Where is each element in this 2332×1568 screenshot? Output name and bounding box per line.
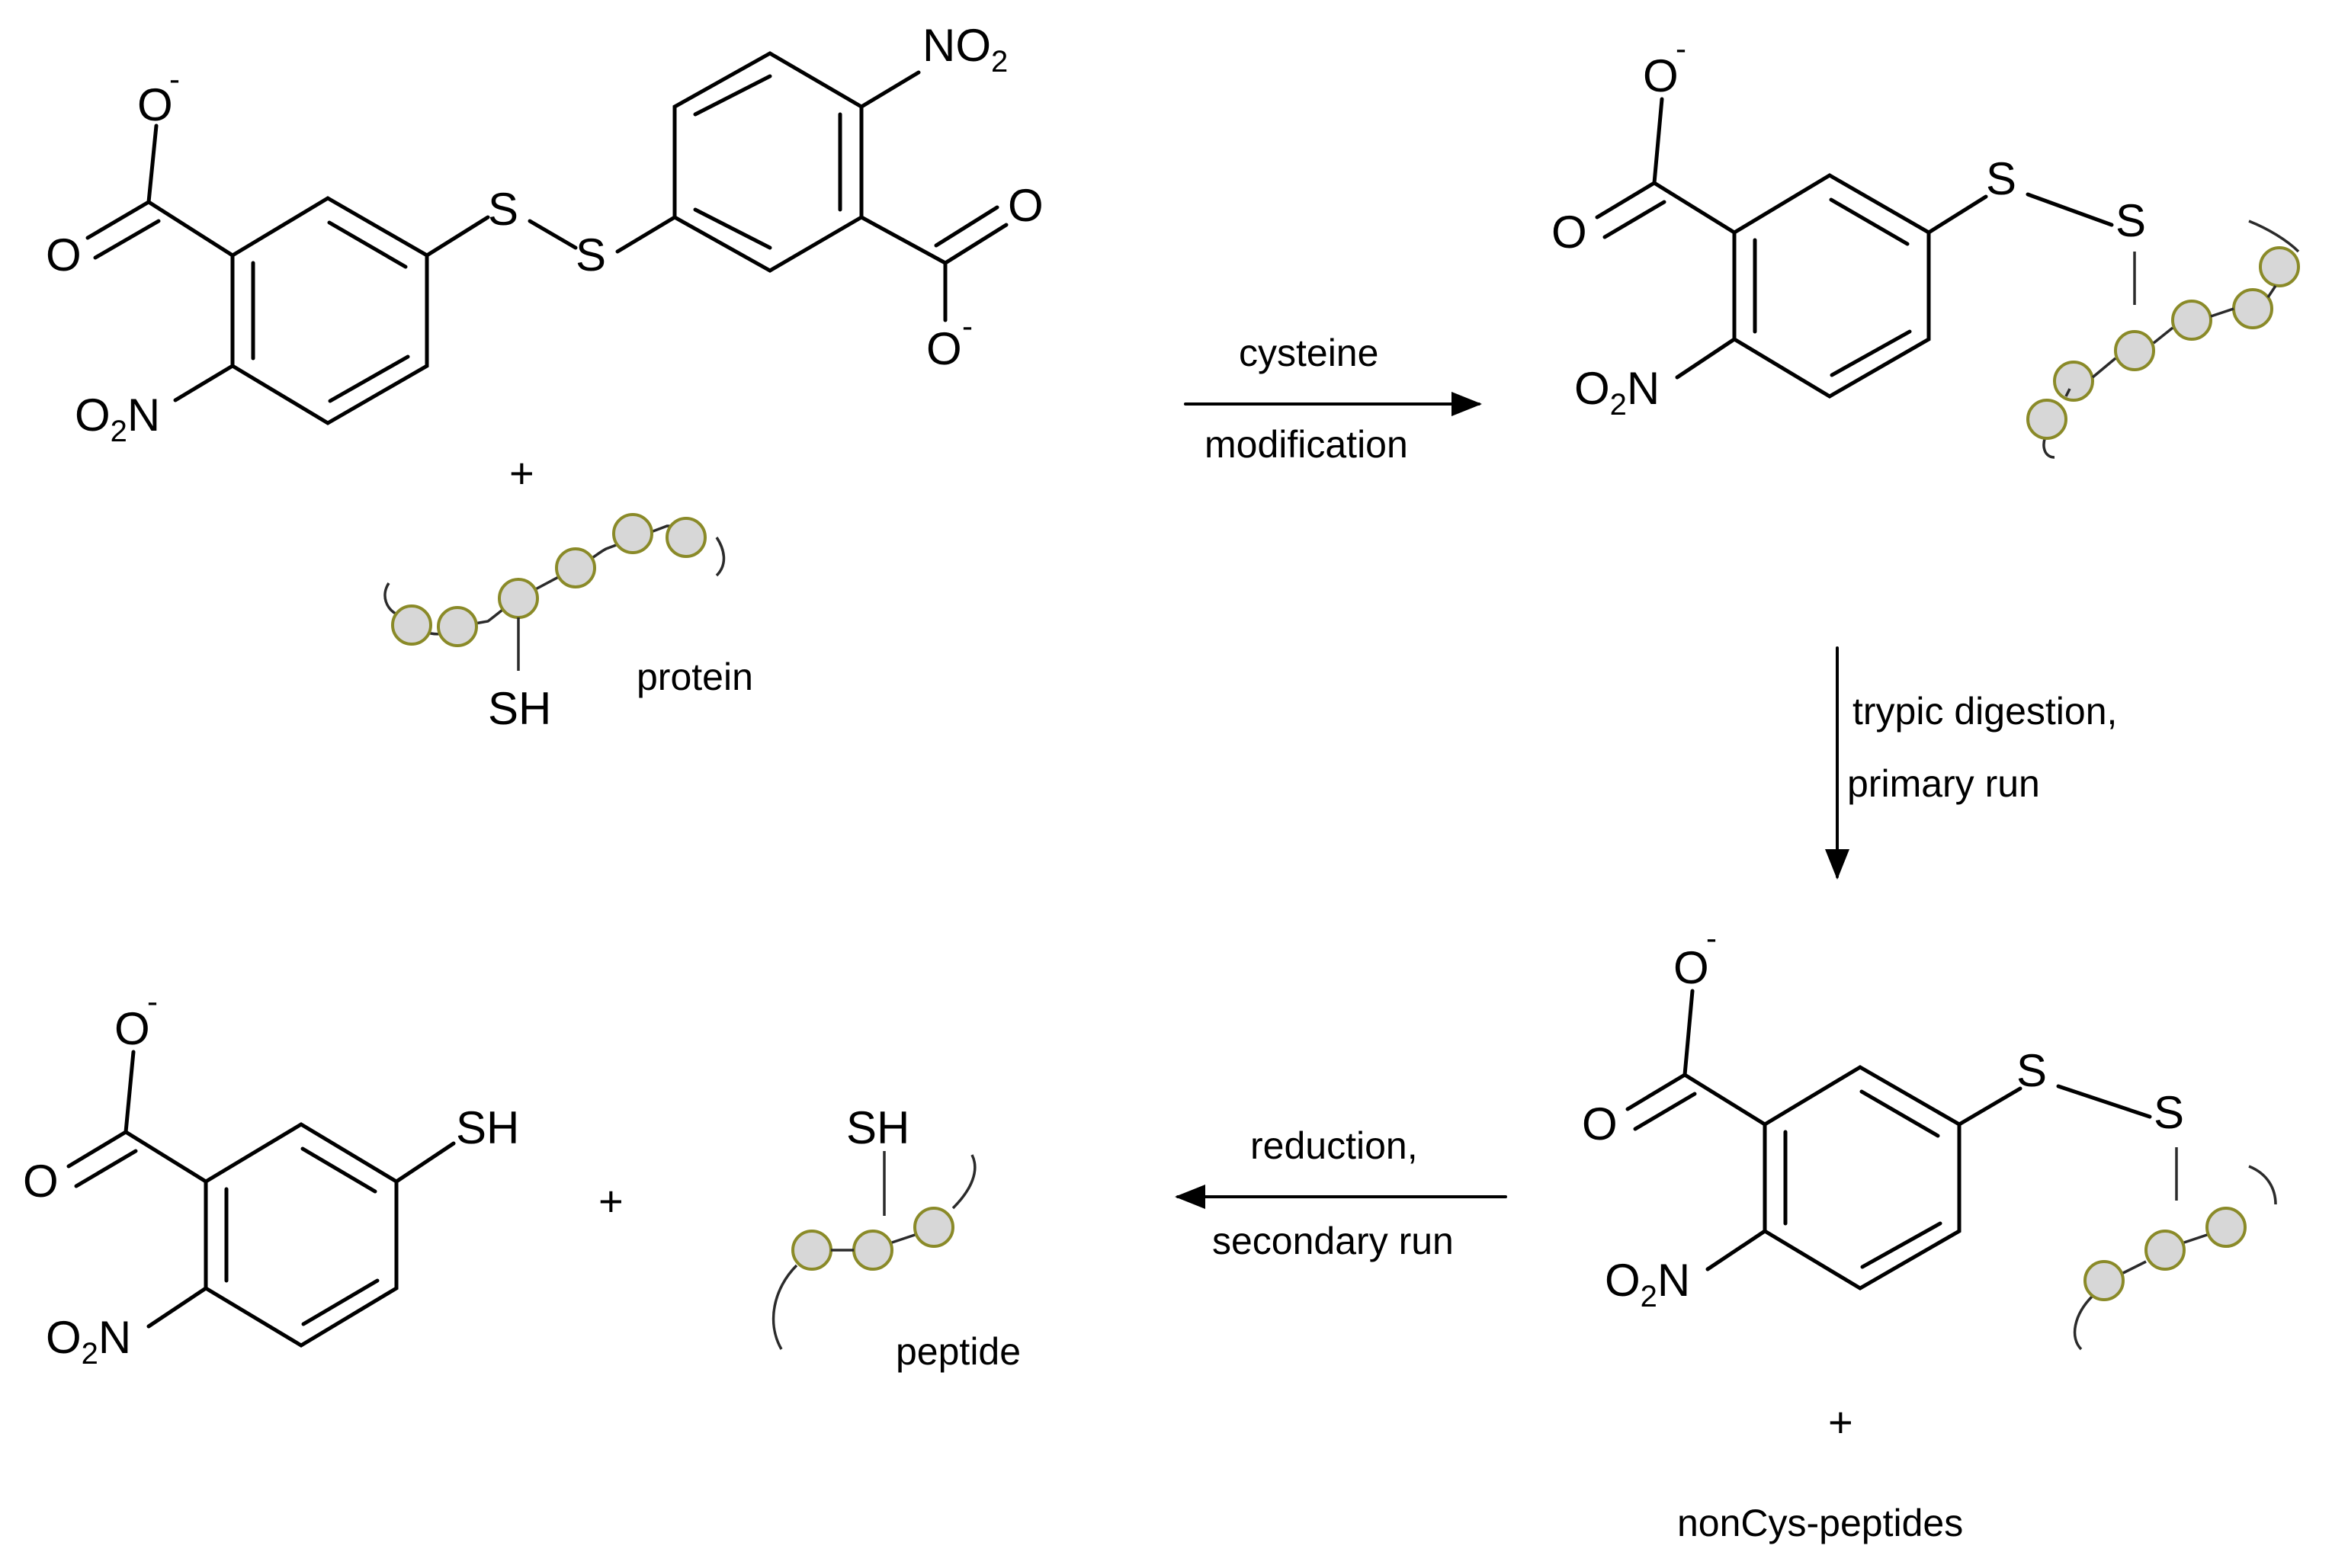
plus-sign: +	[598, 1177, 624, 1225]
modified-peptide: O - O O2N S S	[1582, 920, 2277, 1351]
thiol-group: SH	[488, 683, 551, 734]
step2-label-line2: primary run	[1847, 762, 2040, 805]
protein-label: protein	[637, 656, 753, 698]
step2-label-line1: trypic digestion,	[1852, 690, 2117, 733]
atom-s: S	[2016, 1045, 2047, 1096]
plus-sign: +	[509, 449, 534, 497]
dtnb-left-nitro: O2N	[75, 364, 235, 448]
arrow-trypic-digestion: trypic digestion, primary run	[1825, 646, 2117, 880]
charge-minus: -	[169, 61, 180, 97]
dtnb-right-ring	[672, 51, 864, 273]
free-peptide: SH peptide	[771, 1102, 1021, 1373]
noncys-peptides-label: nonCys-peptides	[1677, 1502, 1963, 1544]
atom-o: O	[1582, 1098, 1618, 1150]
dtnb-right-carboxylate: O O -	[859, 180, 1044, 374]
nitro-group: O2N	[75, 390, 160, 448]
dtnb-right-nitro: NO2	[859, 20, 1008, 109]
atom-o: O	[1673, 942, 1709, 993]
step1-label-bottom: modification	[1204, 423, 1408, 466]
atom-o: O	[114, 1003, 150, 1054]
step3-label-bottom: secondary run	[1212, 1220, 1454, 1262]
atom-o: O	[1551, 207, 1587, 258]
thiol-group: SH	[846, 1102, 909, 1153]
atom-o: O	[926, 323, 962, 374]
atom-o: O	[1008, 180, 1044, 231]
dtnb-reagent: O - O O2N S S NO	[46, 20, 1044, 448]
charge-minus: -	[1676, 30, 1686, 66]
charge-minus: -	[147, 983, 158, 1019]
modified-protein: O - O O2N S S	[1551, 30, 2300, 459]
atom-o: O	[23, 1156, 59, 1207]
atom-s: S	[2154, 1087, 2184, 1138]
dtnb-left-carboxylate: O - O	[46, 61, 235, 281]
protein-chain: SH protein	[383, 513, 753, 734]
charge-minus: -	[962, 308, 973, 344]
step3-label-top: reduction,	[1250, 1124, 1418, 1167]
dtnb-disulfide: S S	[425, 184, 677, 281]
arrow-cysteine-modification: cysteine modification	[1184, 332, 1482, 466]
atom-s: S	[2115, 195, 2146, 246]
atom-s: S	[1986, 153, 2016, 204]
arrow-reduction: reduction, secondary run	[1175, 1124, 1507, 1262]
atom-o: O	[137, 79, 173, 130]
charge-minus: -	[1706, 920, 1717, 956]
nitro-group: O2N	[46, 1312, 131, 1371]
plus-sign: +	[1828, 1398, 1853, 1446]
nitro-group: O2N	[1574, 363, 1660, 422]
attached-protein-chain	[2026, 220, 2300, 459]
atom-o: O	[1643, 50, 1679, 101]
peptide-label: peptide	[896, 1330, 1021, 1373]
attached-peptide-chain	[2073, 1165, 2277, 1351]
atom-o: O	[46, 229, 82, 281]
atom-s: S	[488, 184, 518, 235]
step1-label-top: cysteine	[1239, 332, 1378, 374]
atom-s: S	[576, 229, 606, 281]
dtnb-left-ring	[230, 196, 429, 425]
nitro-group: NO2	[922, 20, 1008, 79]
tnb-product: O - O O2N SH	[23, 983, 519, 1371]
thiol-group: SH	[456, 1102, 519, 1153]
nitro-group: O2N	[1605, 1255, 1690, 1313]
